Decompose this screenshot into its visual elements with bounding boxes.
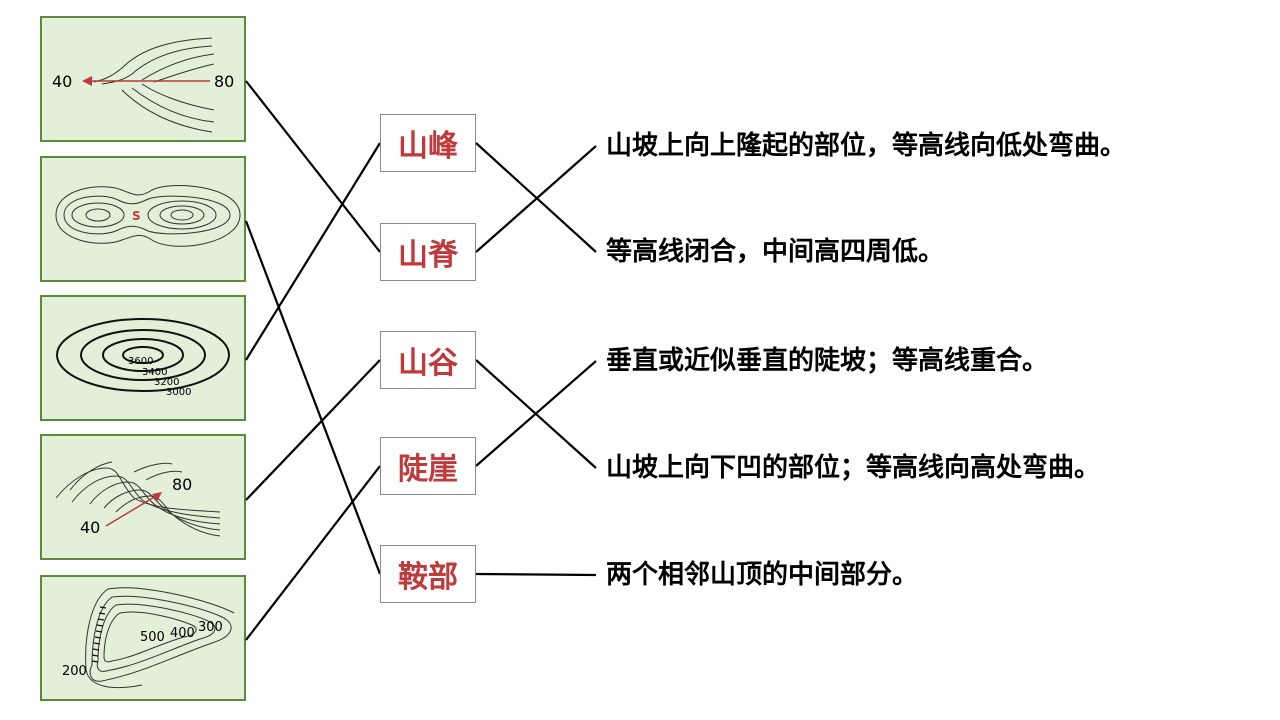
peak-label-3400: 3400 [142,367,167,378]
cliff-label-500: 500 [140,630,165,645]
ridge-contour-figure: 40 80 [52,37,234,133]
cliff-label-300: 300 [198,620,223,635]
map-saddle: S [40,156,246,282]
description-saddle: 两个相邻山顶的中间部分。 [606,560,919,590]
peak-label-3600: 3600 [128,356,153,367]
arrow-head-icon [82,76,92,86]
cliff-label-200: 200 [62,664,87,679]
cliff-contour-figure: 500 400 300 200 [62,587,235,689]
peak-label-3200: 3200 [154,377,179,388]
map-ridge: 40 80 [40,16,246,142]
arrow-head-icon [152,492,162,502]
term-description-connector [475,572,597,577]
map-term-connector [245,359,381,501]
map-cliff: 500 400 300 200 [40,575,246,701]
valley-contour-figure: 80 40 [55,461,221,537]
description-ridge: 山坡上向上隆起的部位，等高线向低处弯曲。 [606,131,1127,161]
peak-contour-figure: 3600 3400 3200 3000 [56,318,230,398]
map-term-connector [245,80,381,253]
ridge-label-high: 80 [214,72,234,91]
description-cliff: 垂直或近似垂直的陡坡；等高线重合。 [606,346,1049,376]
map-term-connector [245,465,381,641]
term-saddle: 鞍部 [380,545,476,603]
saddle-label: S [132,209,141,223]
description-valley: 山坡上向下凹的部位；等高线向高处弯曲。 [606,453,1101,483]
peak-label-3000: 3000 [166,387,191,398]
cliff-hatch-marks [91,606,107,663]
map-valley: 80 40 [40,434,246,560]
term-ridge: 山脊 [380,223,476,281]
map-term-connector [245,142,381,361]
term-cliff: 陡崖 [380,437,476,495]
description-peak: 等高线闭合，中间高四周低。 [606,237,945,267]
term-description-connector [475,142,597,253]
valley-label-high: 80 [172,475,192,494]
term-description-connector [475,145,597,253]
term-valley: 山谷 [380,331,476,389]
term-description-connector [475,360,597,467]
cliff-label-400: 400 [170,626,195,641]
term-peak: 山峰 [380,114,476,172]
map-peak: 3600 3400 3200 3000 [40,295,246,421]
map-term-connector [244,220,382,575]
saddle-contour-figure: S [55,185,241,247]
ridge-label-low: 40 [52,72,72,91]
valley-label-low: 40 [80,518,100,537]
